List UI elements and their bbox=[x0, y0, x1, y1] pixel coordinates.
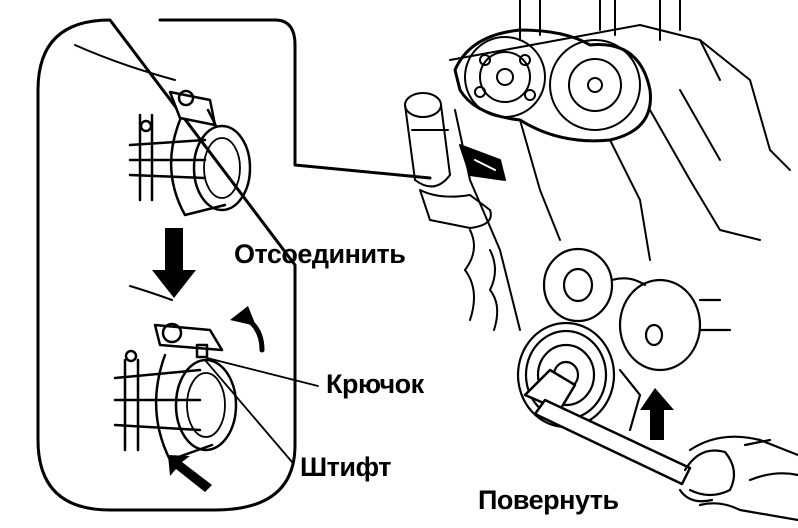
pin-leader bbox=[204, 359, 293, 463]
curved-arrow-stroke bbox=[245, 317, 265, 353]
label-disconnect: Отсоединить bbox=[234, 239, 406, 269]
label-pin: Штифт bbox=[300, 452, 391, 482]
wrench bbox=[523, 368, 692, 486]
detail-inset bbox=[36, 18, 432, 512]
label-hook: Крючок bbox=[326, 369, 424, 399]
engine-assembly bbox=[404, 0, 791, 331]
idler-pulleys bbox=[542, 247, 732, 372]
diagonal-arrow-icon bbox=[168, 455, 212, 492]
tensioner-before bbox=[74, 44, 252, 217]
inset-outline bbox=[36, 18, 432, 512]
arrow-down-icon bbox=[152, 228, 196, 298]
label-turn: Повернуть bbox=[478, 485, 619, 515]
arrow-up-icon bbox=[640, 388, 674, 440]
tensioner-after bbox=[113, 285, 238, 462]
hook-leader bbox=[206, 357, 319, 387]
hand bbox=[678, 435, 798, 522]
